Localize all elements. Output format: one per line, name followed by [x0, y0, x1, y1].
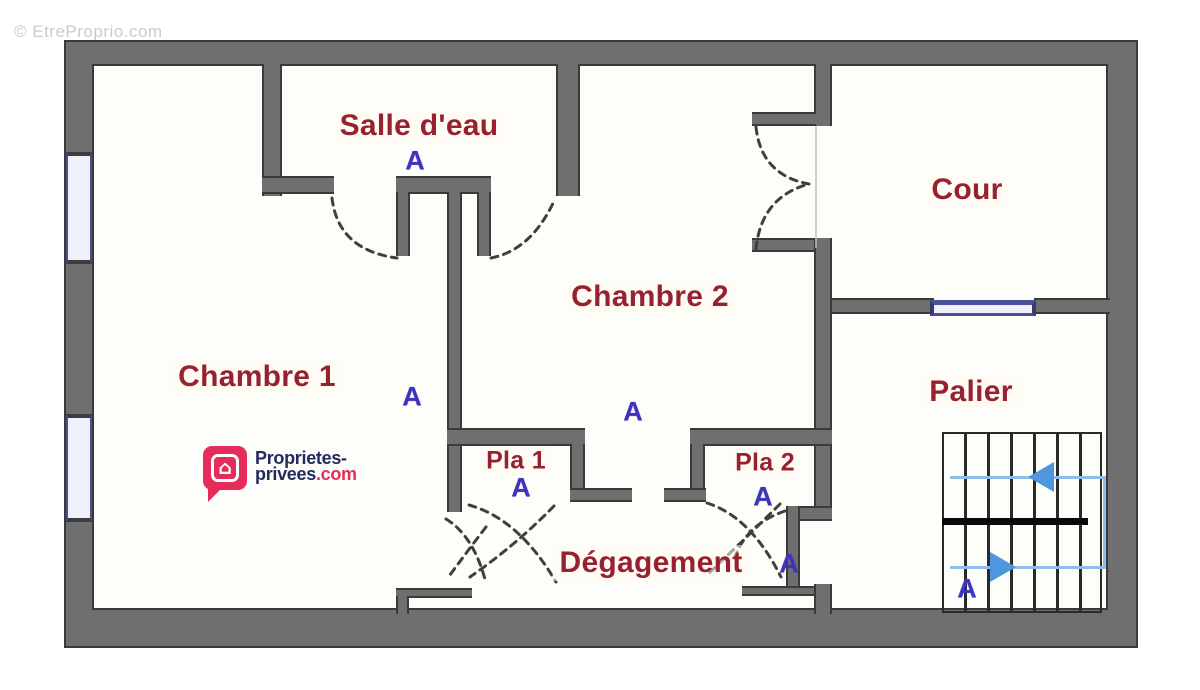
agency-name-line1: Proprietes-: [255, 448, 347, 468]
stairs-down-arrow-icon: [990, 552, 1016, 582]
wall-cour-palier-left: [832, 298, 934, 314]
wall-salle-deau-right: [556, 64, 580, 196]
wall-door-jamb-right: [477, 192, 491, 256]
room-label-pla-2: Pla 2: [731, 448, 799, 478]
room-label-degagement: Dégagement: [552, 545, 750, 581]
room-label-palier: Palier: [922, 374, 1020, 410]
stairs-direction-line-turn: [1103, 476, 1106, 569]
wall-salle-deau-left: [262, 64, 282, 196]
wall-palier-door-sill: [814, 584, 832, 614]
marker-a-salle-deau: A: [405, 145, 425, 176]
exterior-wall-frame: [64, 40, 1138, 648]
wall-pla1-right: [570, 444, 585, 492]
wall-cour-door-stub-bottom: [752, 238, 816, 252]
house-glyph: ⌂: [211, 454, 239, 482]
window-cour-palier: [930, 300, 1036, 316]
agency-logo: ⌂ Proprietes- privees.com: [203, 446, 357, 502]
watermark: © EtreProprio.com: [14, 22, 163, 41]
marker-a-palier-stairs: A: [957, 573, 977, 604]
window-chambre1-lower: [66, 414, 92, 522]
wall-degagement-stub-left: [396, 596, 409, 614]
marker-a-pla-1: A: [511, 472, 531, 503]
room-label-chambre-1: Chambre 1: [171, 359, 343, 395]
wall-degagement-bottom-right: [742, 586, 817, 596]
wall-cour-door-stub-top: [752, 112, 816, 126]
stairs-direction-line-lower: [950, 566, 1106, 569]
wall-chambre1-chambre2: [447, 192, 462, 512]
wall-pla1-top: [447, 428, 585, 446]
room-label-pla-1: Pla 1: [482, 446, 550, 476]
wall-salle-deau-bottom-center: [396, 176, 491, 194]
window-chambre1-upper: [66, 152, 92, 264]
wall-pla1-foot: [570, 488, 632, 502]
wall-chambre2-palier: [814, 238, 832, 518]
marker-a-pla-2: A: [753, 481, 773, 512]
staircase-landing-divider: [942, 518, 1088, 525]
wall-pla2-foot: [664, 488, 706, 502]
room-label-cour: Cour: [924, 172, 1010, 208]
house-in-speech-bubble-icon: ⌂: [203, 446, 247, 502]
wall-cour-left-top: [814, 64, 832, 126]
agency-logo-text: Proprietes- privees.com: [255, 446, 357, 484]
marker-a-chambre-1: A: [402, 381, 422, 412]
wall-pla2-left: [690, 444, 705, 492]
wall-door-jamb-left: [396, 192, 410, 256]
wall-palier-door-leaf: [786, 506, 800, 590]
wall-pla2-top: [690, 428, 832, 446]
wall-degagement-bottom-left: [396, 588, 472, 598]
marker-a-chambre-2: A: [623, 396, 643, 427]
marker-a-degagement: A: [779, 548, 799, 579]
room-label-chambre-2: Chambre 2: [564, 279, 736, 315]
agency-name-suffix: .com: [315, 464, 357, 484]
wall-salle-deau-bottom-left: [262, 176, 334, 194]
wall-cour-palier-right: [1034, 298, 1110, 314]
room-label-salle-deau: Salle d'eau: [332, 108, 506, 144]
agency-name-line2: privees: [255, 464, 316, 484]
stairs-up-arrow-icon: [1028, 462, 1054, 492]
